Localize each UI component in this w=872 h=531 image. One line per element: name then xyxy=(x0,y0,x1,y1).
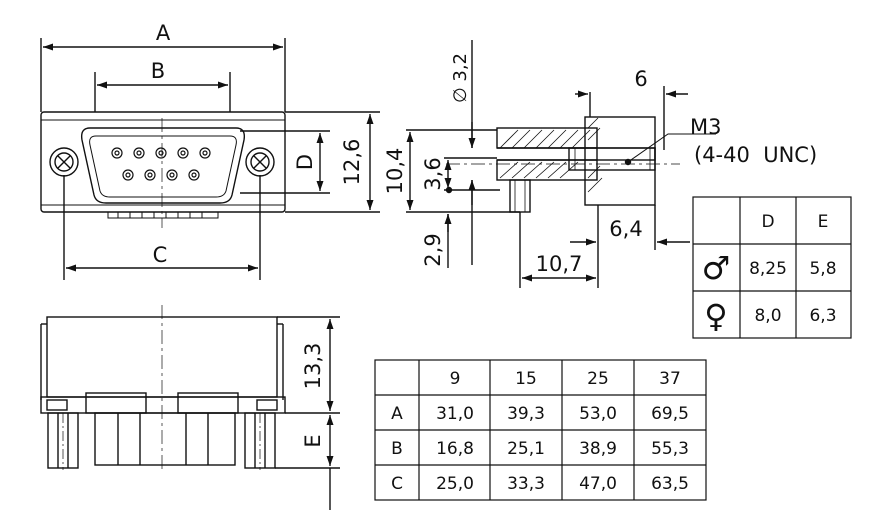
dim-length-top-label: 6 xyxy=(634,67,647,91)
pin-row-top xyxy=(111,147,211,159)
dim-b-label: B xyxy=(151,59,165,83)
size-header-37: 37 xyxy=(659,369,681,389)
size-row-b-label: B xyxy=(391,439,403,459)
size-header-9: 9 xyxy=(450,369,461,389)
gender-female-d: 8,0 xyxy=(754,306,781,326)
side-hatching xyxy=(499,117,603,193)
gender-header-e: E xyxy=(818,212,829,232)
bottom-pins-body xyxy=(94,412,236,466)
dim-e-label: E xyxy=(301,434,325,447)
dim-height-inner-label: 3,6 xyxy=(421,157,445,190)
bottom-view xyxy=(40,305,340,510)
male-symbol-icon: ♂ xyxy=(702,249,731,287)
front-bottom-contacts xyxy=(107,211,219,219)
thread-alt-label: (4-40 UNC) xyxy=(694,143,817,167)
gender-female-e: 6,3 xyxy=(809,306,836,326)
pin-row-bottom xyxy=(122,169,200,181)
size-row-c-9: 25,0 xyxy=(436,474,474,494)
size-row-b-15: 25,1 xyxy=(507,439,545,459)
front-d-shell xyxy=(80,127,246,204)
size-row-c-37: 63,5 xyxy=(651,474,689,494)
female-symbol-icon: ♀ xyxy=(704,297,727,335)
size-row-a-label: A xyxy=(391,404,403,424)
front-view xyxy=(40,38,380,280)
dim-d-label: D xyxy=(293,154,317,170)
dim-length-label: 10,7 xyxy=(536,252,583,276)
size-row-b-25: 38,9 xyxy=(579,439,617,459)
gender-male-e: 5,8 xyxy=(809,259,836,279)
side-view xyxy=(406,40,716,288)
dim-height-outer-label: 10,4 xyxy=(383,148,407,195)
size-row-c-15: 33,3 xyxy=(507,474,545,494)
size-table xyxy=(374,359,707,501)
side-nut xyxy=(584,116,656,206)
size-header-15: 15 xyxy=(515,369,537,389)
size-row-a-25: 53,0 xyxy=(579,404,617,424)
gender-male-d: 8,25 xyxy=(749,259,787,279)
size-row-b-9: 16,8 xyxy=(436,439,474,459)
gender-header-d: D xyxy=(761,212,774,232)
size-row-c-label: C xyxy=(391,474,403,494)
size-row-a-9: 31,0 xyxy=(436,404,474,424)
dim-height-front-label: 12,6 xyxy=(340,139,364,186)
size-header-25: 25 xyxy=(587,369,609,389)
thread-label: M3 xyxy=(690,115,721,139)
size-row-a-37: 69,5 xyxy=(651,404,689,424)
size-row-b-37: 55,3 xyxy=(651,439,689,459)
size-row-a-15: 39,3 xyxy=(507,404,545,424)
bottom-post-left xyxy=(47,412,79,470)
dim-flange-label: 6,4 xyxy=(609,217,642,241)
side-screw xyxy=(568,147,656,171)
bottom-flange xyxy=(40,396,286,414)
gender-table xyxy=(692,196,852,339)
bottom-post-right xyxy=(244,412,276,470)
size-row-c-25: 47,0 xyxy=(579,474,617,494)
mount-hole-left xyxy=(49,147,79,177)
thread-leader xyxy=(627,133,716,163)
dim-diameter-label: ∅ 3,2 xyxy=(450,53,471,103)
dim-a-label: A xyxy=(156,21,171,45)
dim-height-bottom-label: 13,3 xyxy=(301,343,325,390)
dim-c-label: C xyxy=(153,243,168,267)
dim-offset-label: 2,9 xyxy=(421,233,445,266)
mount-hole-right xyxy=(245,147,275,177)
side-pin xyxy=(509,179,531,213)
